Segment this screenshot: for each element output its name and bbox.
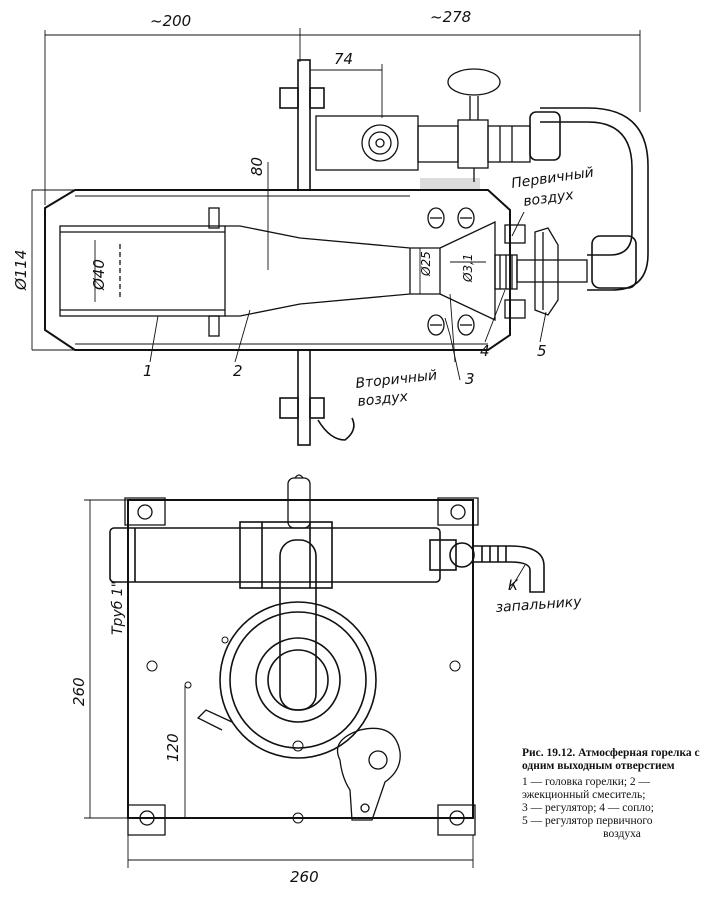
caption-line-2: эжекционный смеситель; — [522, 789, 646, 801]
dim-31: Ø3,1 — [461, 253, 475, 283]
caption-line-4: 5 — регулятор первичного — [522, 815, 653, 827]
injection-mixer — [225, 220, 496, 322]
valve-assembly — [315, 68, 531, 182]
primary-air-label-2: воздух — [522, 187, 575, 210]
corner-brackets — [124, 497, 479, 836]
caption-line-5: воздуха — [603, 828, 641, 840]
callout-3: 3 — [465, 370, 475, 388]
plan-view — [84, 474, 545, 868]
mounting-plate — [279, 59, 355, 446]
secondary-air-holes — [420, 178, 480, 336]
secondary-air-label-2: воздух — [357, 389, 410, 410]
secondary-air-label: Вторичный — [355, 368, 438, 392]
dim-74: 74 — [334, 50, 353, 68]
nozzle — [494, 224, 588, 319]
burner-head — [59, 207, 226, 337]
dim-25: Ø25 — [419, 251, 433, 277]
callout-5: 5 — [537, 342, 547, 360]
igniter-label-2: запальнику — [495, 594, 583, 616]
dim-top-right: ~278 — [430, 8, 471, 26]
air-regulator-disc — [196, 709, 401, 821]
primary-air-regulator — [534, 227, 559, 316]
callout-4: 4 — [480, 342, 490, 360]
gas-pipe-plan — [109, 521, 545, 593]
figure-caption: Рис. 19.12. Атмосферная горелка с одним … — [522, 747, 722, 841]
dim-120: 120 — [164, 733, 182, 762]
callout-1: 1 — [143, 362, 153, 380]
dim-40: Ø40 — [90, 259, 108, 291]
callout-2: 2 — [233, 362, 243, 380]
dim-top-left: ~200 — [150, 12, 191, 30]
dim-114: Ø114 — [12, 250, 30, 291]
caption-line-1: 1 — головка горелки; 2 — — [522, 776, 651, 788]
dim-260-vertical: 260 — [70, 677, 88, 706]
dim-80: 80 — [248, 157, 266, 176]
dim-260-horizontal: 260 — [290, 868, 319, 886]
outer-tube — [44, 189, 511, 351]
caption-line-3: 3 — регулятор; 4 — сопло; — [522, 802, 654, 814]
gas-supply-pipe — [529, 107, 649, 291]
plan-dimension-lines — [84, 499, 526, 868]
section-view — [31, 28, 649, 446]
caption-title: Рис. 19.12. Атмосферная горелка с одним … — [522, 747, 700, 772]
callout-leaders — [149, 211, 547, 381]
base-plate — [127, 499, 474, 819]
pipe-label: Труб 1" — [110, 581, 126, 635]
primary-air-label: Первичный — [510, 165, 594, 192]
section-dimension-lines — [31, 28, 641, 351]
mounting-holes — [146, 636, 461, 824]
valve-handle — [287, 474, 311, 529]
burner-ring — [219, 539, 377, 759]
igniter-label: К — [508, 578, 519, 594]
